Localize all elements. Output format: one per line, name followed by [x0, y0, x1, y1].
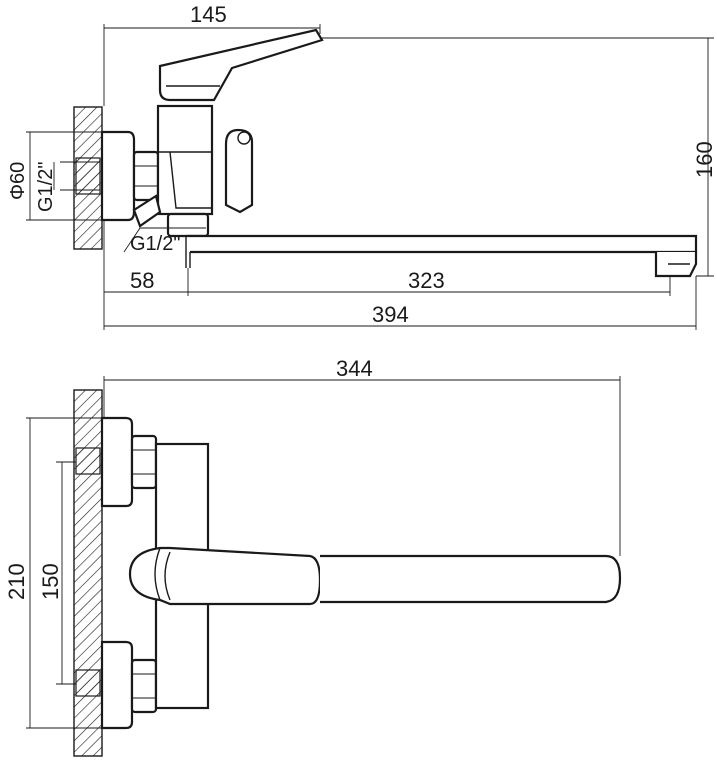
escutcheon-top-lower — [100, 640, 134, 730]
wall-section-top — [73, 389, 103, 757]
dim-344: 344 — [336, 356, 373, 381]
pipe-thread-top-upper — [75, 447, 101, 475]
lever-handle-top — [128, 546, 322, 606]
escutcheon-side — [100, 130, 136, 222]
dim-160: 160 — [692, 141, 717, 178]
dim-394: 394 — [372, 302, 409, 327]
spout-top — [320, 554, 622, 604]
escutcheon-top-upper — [100, 416, 134, 508]
valve-body-side — [156, 104, 214, 216]
dim-thread-outlet: G1/2" — [130, 233, 180, 255]
nut-top-upper — [130, 434, 158, 490]
dim-150: 150 — [38, 563, 63, 600]
dim-thread-inlet: G1/2" — [35, 162, 57, 212]
lever-handle-side — [158, 28, 324, 102]
dim-210: 210 — [4, 563, 29, 600]
dim-145: 145 — [190, 2, 227, 27]
nut-side — [132, 150, 160, 202]
top-view: 344 210 150 — [4, 356, 622, 757]
pipe-thread-top-lower — [75, 669, 101, 697]
wall-pipe-thread — [75, 157, 101, 195]
dim-58: 58 — [130, 268, 154, 293]
dim-diameter-60: Φ60 — [7, 162, 29, 200]
hose-connector-side — [132, 194, 162, 228]
spout-side — [186, 234, 698, 254]
nut-top-lower — [130, 658, 158, 714]
diverter-knob-side — [224, 128, 254, 214]
dim-323: 323 — [408, 268, 445, 293]
side-view: 145 160 Φ60 G1/2" G1/2" 58 323 394 — [7, 2, 717, 330]
